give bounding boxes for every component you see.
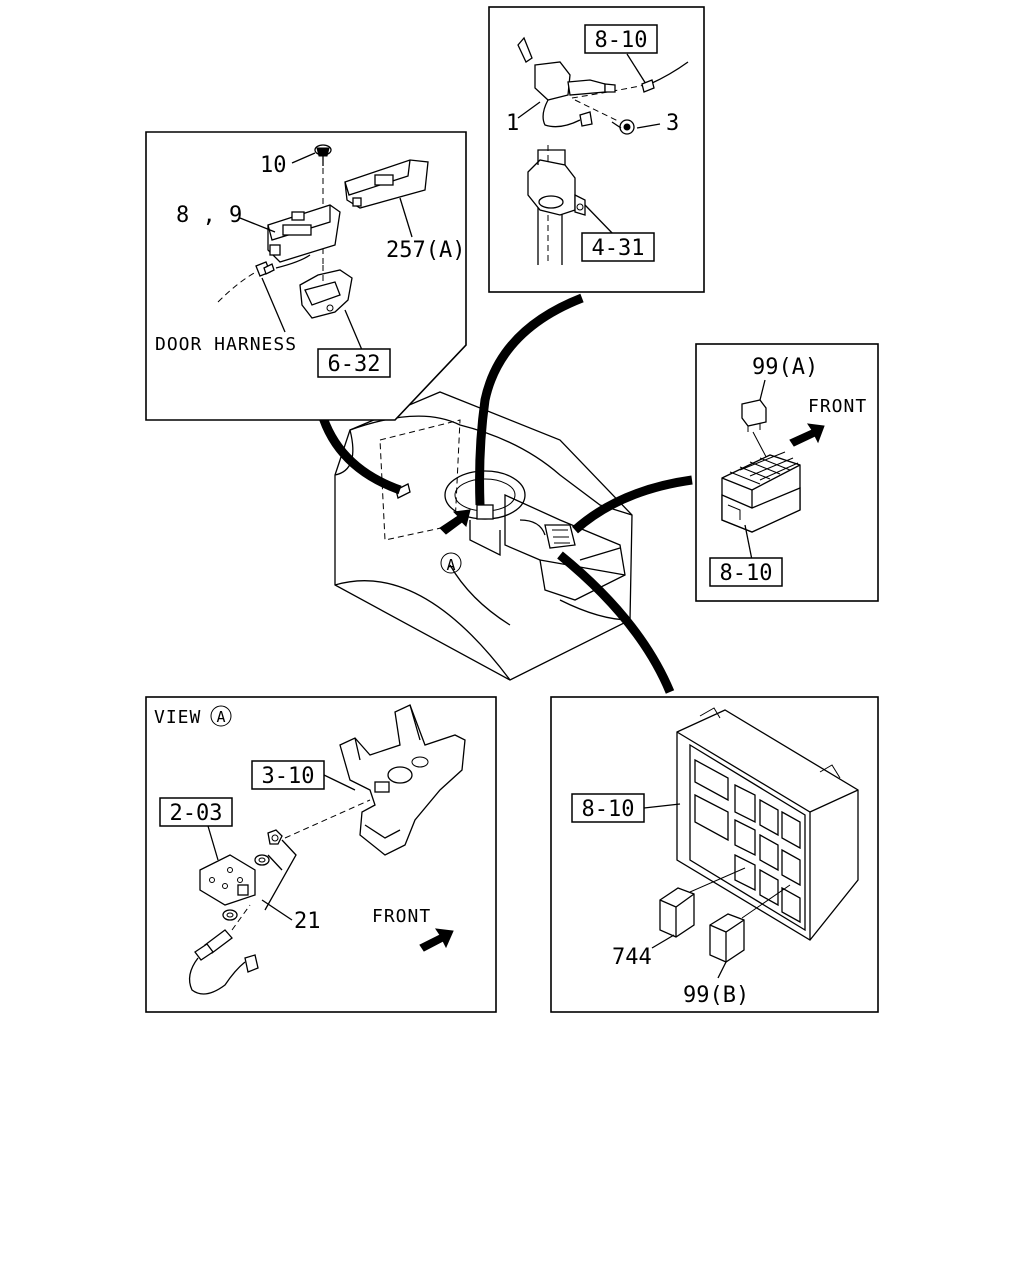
front-arrow-view-a-icon [419, 928, 454, 952]
ref-3-10: 3-10 [262, 764, 315, 789]
ref-4-31: 4-31 [592, 236, 645, 261]
panel-relay-a: 99(A) FRONT 8-10 [695, 343, 879, 602]
callout-99b: 99(B) [683, 983, 749, 1008]
ref-8-10-bottom: 8-10 [582, 797, 635, 822]
front-label-view-a: FRONT [372, 906, 431, 927]
relay-744-icon [659, 887, 695, 938]
callout-744: 744 [612, 945, 652, 970]
speed-sensor-icon [188, 929, 259, 995]
panel-steering-switch: 8-10 1 3 [488, 6, 705, 293]
ref-8-10-top: 8-10 [595, 28, 648, 53]
callout-257a: 257(A) [386, 238, 465, 263]
nut-washer-icon [222, 829, 283, 921]
relay-99a-icon [741, 399, 767, 432]
callout-99a: 99(A) [752, 355, 818, 380]
callout-10: 10 [260, 153, 287, 178]
ref-2-03: 2-03 [170, 801, 223, 826]
harness-connector-icon [255, 261, 275, 277]
panel-power-window-switch: 10 8 , 9 257(A) [145, 131, 467, 421]
window-switch-small-icon [344, 159, 429, 209]
screw-3-icon [611, 119, 635, 135]
turn-signal-switch-icon [517, 36, 616, 128]
front-label-right: FRONT [808, 396, 867, 417]
view-a-circle: A [216, 708, 225, 726]
screw-10-icon [314, 144, 332, 166]
view-a-marker: A [446, 556, 455, 574]
ref-6-32: 6-32 [328, 352, 381, 377]
relay-99b-icon [709, 913, 745, 963]
front-arrow-icon [789, 423, 825, 447]
relay-box-icon [676, 707, 859, 941]
callout-3: 3 [666, 111, 679, 136]
panel-view-a: VIEW A 3-10 2-03 [145, 696, 497, 1013]
door-harness-label: DOOR HARNESS [155, 334, 297, 355]
panel-fuse-relay-box: 8-10 744 99(B) [550, 696, 879, 1013]
callout-1: 1 [506, 111, 519, 136]
sensor-plate-icon [199, 854, 256, 906]
mounting-bracket-icon [339, 704, 466, 856]
callout-21: 21 [294, 909, 321, 934]
bracket-icon [299, 269, 353, 319]
relay-block-icon [721, 451, 801, 533]
ref-8-10-right: 8-10 [720, 561, 773, 586]
window-switch-icon [267, 204, 341, 263]
view-label: VIEW [154, 707, 201, 728]
callout-8-9: 8 , 9 [176, 203, 242, 228]
steering-column-icon [527, 145, 586, 265]
